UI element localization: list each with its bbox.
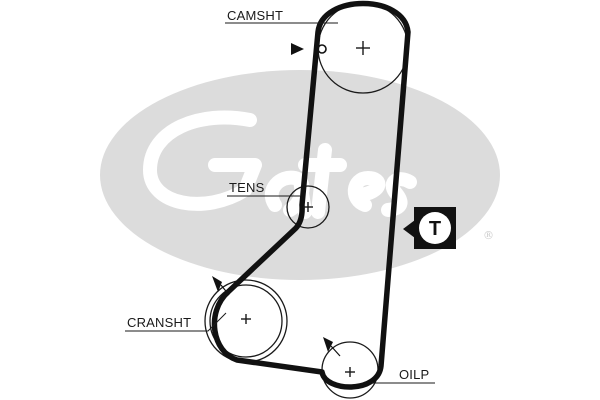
timing-marks — [212, 43, 341, 357]
leader-lines — [125, 22, 435, 384]
tension-arrow-icon — [403, 220, 415, 238]
crankshaft-timing-line — [220, 284, 230, 296]
pulley-centers — [241, 41, 370, 377]
camshaft-timing-dot — [317, 44, 327, 54]
camshaft-center-cross — [356, 41, 370, 55]
camshaft-timing-mark-icon — [291, 43, 304, 55]
tensioner-center-cross — [303, 202, 313, 212]
tension-marker: T — [403, 207, 456, 249]
oil-pump-timing-line — [330, 345, 341, 357]
tensioner-pulley — [286, 185, 330, 229]
timing-belt — [211, 0, 411, 390]
tension-badge-circle — [419, 212, 451, 244]
crankshaft-pulley — [209, 284, 283, 358]
camshaft-label: CAMSHT — [227, 8, 283, 23]
tensioner-label: TENS — [229, 180, 265, 195]
registered-mark: ® — [483, 229, 494, 242]
crankshaft-leader — [125, 312, 227, 332]
crankshaft-timing-mark-icon — [212, 276, 222, 292]
tension-badge-letter: T — [429, 218, 441, 240]
crankshaft-center-cross — [241, 314, 251, 324]
crankshaft-label: CRANSHT — [127, 315, 191, 330]
oil-pump-timing-mark-icon — [323, 337, 333, 352]
oil-pump-center-cross — [345, 367, 355, 377]
oil-pump-label: OILP — [399, 367, 429, 382]
